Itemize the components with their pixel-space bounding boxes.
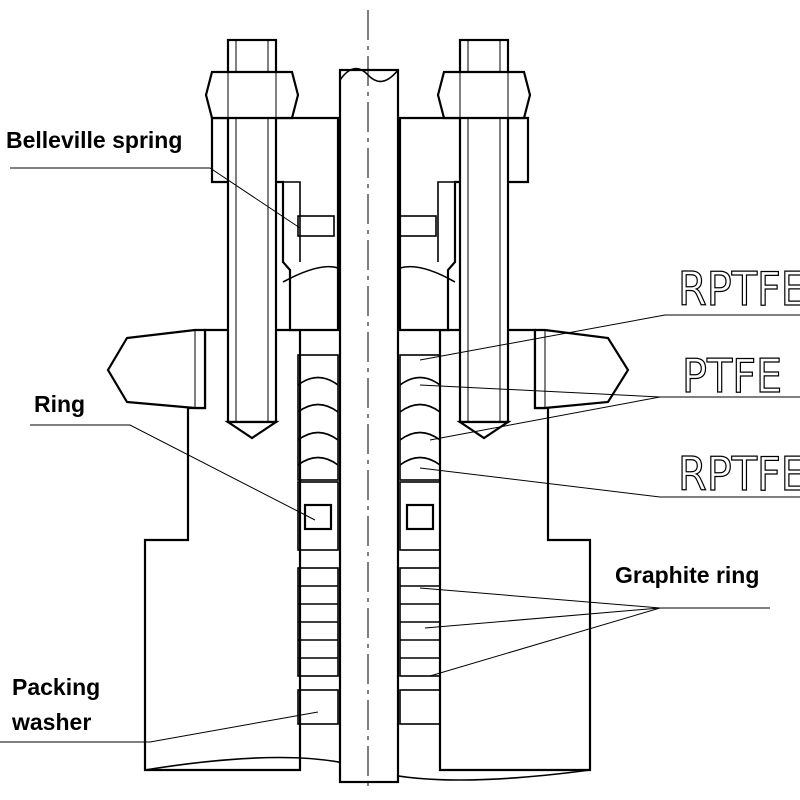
label-belleville-spring: Belleville spring bbox=[6, 127, 182, 153]
label-rptfe-top: RPTFE bbox=[678, 262, 800, 316]
label-washer: washer bbox=[11, 709, 91, 735]
flange-left bbox=[106, 328, 207, 410]
label-packing: Packing bbox=[12, 674, 100, 700]
lantern-ring-left bbox=[297, 481, 339, 551]
graphite-rings-left bbox=[297, 567, 339, 677]
leader-lines bbox=[0, 167, 800, 743]
belleville-spring-right bbox=[399, 215, 437, 237]
nut-right bbox=[436, 70, 532, 120]
valve-stem bbox=[338, 10, 400, 790]
packing-washer-right bbox=[399, 689, 441, 725]
flange-right bbox=[533, 328, 630, 410]
nut-left bbox=[204, 70, 300, 120]
label-ring: Ring bbox=[34, 391, 85, 417]
belleville-spring-left bbox=[297, 215, 335, 237]
lantern-ring-right bbox=[399, 481, 441, 551]
graphite-rings-right bbox=[399, 567, 441, 677]
label-rptfe-bottom: RPTFE bbox=[678, 447, 800, 501]
label-graphite-ring: Graphite ring bbox=[615, 562, 759, 588]
packing-stack-right bbox=[399, 354, 441, 481]
packing-stack-left bbox=[297, 354, 339, 481]
label-ptfe: PTFE bbox=[682, 349, 782, 403]
packing-washer-left bbox=[297, 689, 339, 725]
